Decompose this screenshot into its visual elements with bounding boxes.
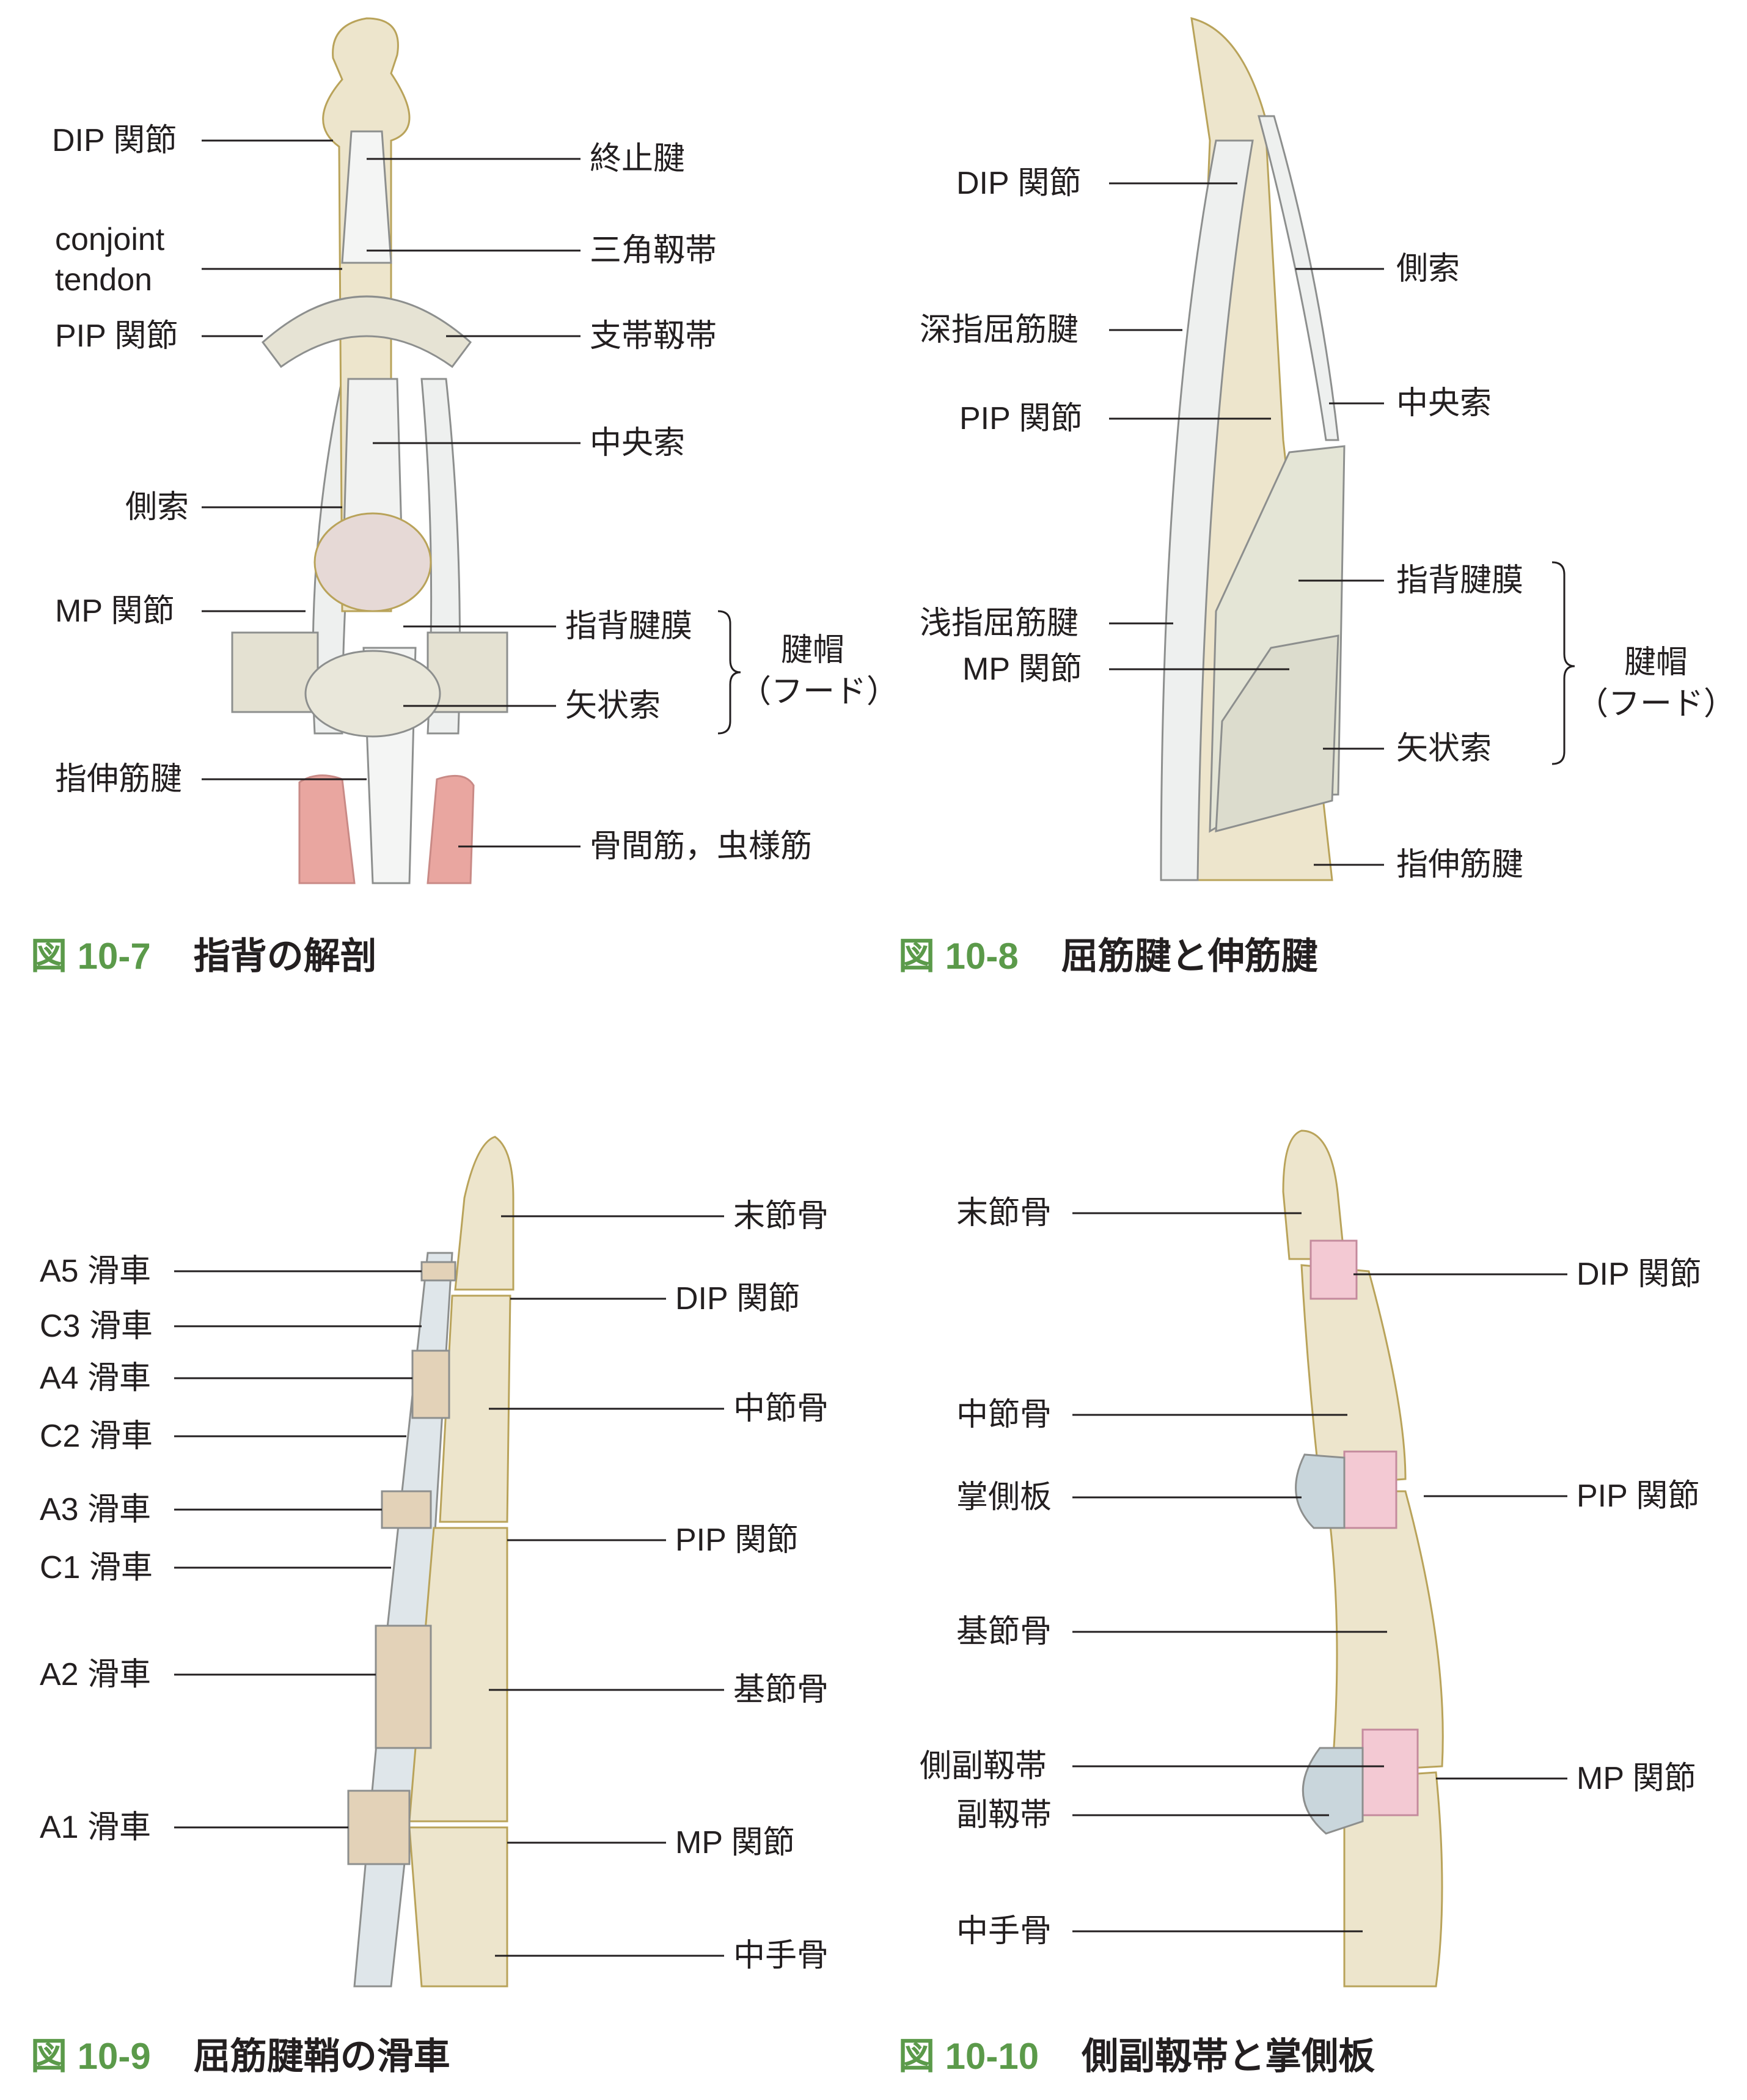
label-dip-joint: DIP 関節 [675, 1281, 800, 1316]
interossei-muscle-right [427, 774, 475, 884]
label-proximal-phalanx: 基節骨 [956, 1614, 1052, 1650]
sagittal-band-lateral [1215, 634, 1339, 832]
a2-pulley [375, 1625, 432, 1749]
label-dip-joint: DIP 関節 [956, 166, 1082, 201]
caption-title: 指背の解剖 [193, 935, 377, 978]
figure-10-7-illustration [231, 17, 508, 884]
label-middle-phalanx: 中節骨 [956, 1397, 1052, 1433]
label-middle-phalanx: 中節骨 [733, 1390, 829, 1427]
label-dip-joint: DIP 関節 [52, 123, 177, 158]
sagittal-band-left [231, 631, 319, 713]
label-a1-pulley: A1 滑車 [40, 1810, 152, 1845]
label-sagittal-band: 矢状索 [565, 688, 661, 724]
label-extensor-tendon: 指伸筋腱 [1396, 846, 1524, 883]
label-accessory-ligament: 副靱帯 [956, 1797, 1052, 1834]
label-hood: 腱帽 （フード） [1570, 642, 1742, 725]
label-c2-pulley: C2 滑車 [40, 1419, 153, 1454]
flexor-tendons-lateral [1160, 139, 1254, 881]
label-terminal-tendon: 終止腱 [590, 141, 686, 177]
label-pip-joint: PIP 関節 [1577, 1478, 1700, 1514]
label-central-slip: 中央索 [590, 425, 686, 461]
volar-plate-pip [1295, 1453, 1346, 1529]
label-c1-pulley: C1 滑車 [40, 1550, 153, 1585]
label-mp-joint: MP 関節 [675, 1825, 795, 1860]
metacarpal-10 [1343, 1771, 1443, 1988]
label-pip-joint: PIP 関節 [959, 401, 1083, 436]
label-lateral-band: 側索 [125, 489, 189, 526]
caption-number: 図 10-8 [898, 936, 1019, 977]
lateral-band-strand [1258, 115, 1339, 441]
label-pip-joint: PIP 関節 [675, 1522, 799, 1558]
label-mp-joint: MP 関節 [55, 593, 175, 629]
caption-number: 図 10-10 [898, 2036, 1039, 2077]
terminal-tendon [341, 130, 392, 264]
leader-lines [174, 139, 1575, 1957]
label-conjoint-tendon-line1: conjoint [55, 222, 165, 257]
figure-10-10-illustration [1282, 1129, 1444, 1988]
label-dorsal-aponeurosis: 指背腱膜 [565, 608, 693, 645]
interossei-muscle-left [298, 774, 356, 884]
figure-10-9-illustration [347, 1136, 515, 1988]
label-volar-plate: 掌側板 [956, 1479, 1052, 1516]
label-c3-pulley: C3 滑車 [40, 1309, 153, 1344]
label-a5-pulley: A5 滑車 [40, 1254, 152, 1289]
caption-figure-10-7: 図 10-7 指背の解剖 [31, 935, 377, 978]
caption-figure-10-10: 図 10-10 側副靱帯と掌側板 [898, 2035, 1375, 2078]
middle-phalanx [439, 1294, 511, 1523]
label-collateral-ligament: 側副靱帯 [920, 1748, 1047, 1785]
label-retinacular-ligament: 支帯靱帯 [590, 318, 717, 354]
a5-pulley [420, 1261, 456, 1282]
pip-collateral-ligament [1343, 1450, 1397, 1529]
label-mp-joint: MP 関節 [962, 652, 1082, 687]
label-hood-line1: 腱帽 [1624, 644, 1688, 681]
caption-title: 屈筋腱鞘の滑車 [193, 2035, 450, 2078]
label-lateral-band: 側索 [1396, 251, 1460, 287]
dorsal-hood [304, 650, 441, 738]
caption-number: 図 10-7 [31, 936, 151, 977]
figure-10-8-illustration [1160, 17, 1346, 881]
label-conjoint-tendon-line2: tendon [55, 262, 153, 298]
dip-collateral-ligament [1309, 1239, 1358, 1300]
label-extensor-tendon: 指伸筋腱 [55, 761, 183, 798]
sagittal-band-right [427, 631, 508, 713]
label-mp-joint: MP 関節 [1577, 1761, 1696, 1796]
label-fdp-tendon: 深指屈筋腱 [920, 312, 1079, 348]
retinacular-ligament [261, 295, 472, 369]
label-metacarpal: 中手骨 [956, 1913, 1052, 1950]
metacarpal [408, 1826, 508, 1988]
a4-pulley [411, 1349, 450, 1419]
label-a4-pulley: A4 滑車 [40, 1360, 152, 1396]
caption-figure-10-9: 図 10-9 屈筋腱鞘の滑車 [31, 2035, 450, 2078]
label-central-slip: 中央索 [1396, 385, 1492, 422]
a3-pulley [381, 1490, 432, 1529]
a1-pulley [347, 1790, 411, 1865]
label-triangular-ligament: 三角靱帯 [590, 232, 717, 269]
label-hood-line2: （フード） [1576, 686, 1735, 722]
volar-plate-mp [1302, 1747, 1364, 1835]
label-a2-pulley: A2 滑車 [40, 1657, 152, 1692]
distal-phalanx [454, 1136, 515, 1291]
label-hood-line1: 腱帽 [780, 632, 844, 669]
caption-number: 図 10-9 [31, 2036, 151, 2077]
label-fds-tendon: 浅指屈筋腱 [920, 605, 1079, 642]
label-proximal-phalanx: 基節骨 [733, 1672, 829, 1708]
label-interossei-lumbricals: 骨間筋，虫様筋 [590, 828, 813, 865]
distal-phalanx-10 [1282, 1129, 1346, 1260]
caption-title: 屈筋腱と伸筋腱 [1061, 935, 1318, 978]
label-pip-joint: PIP 関節 [55, 318, 178, 354]
label-a3-pulley: A3 滑車 [40, 1492, 152, 1527]
label-dip-joint: DIP 関節 [1577, 1257, 1702, 1292]
label-hood: 腱帽 （フード） [739, 630, 899, 713]
caption-figure-10-8: 図 10-8 屈筋腱と伸筋腱 [898, 935, 1318, 978]
label-metacarpal: 中手骨 [733, 1937, 829, 1974]
caption-title: 側副靱帯と掌側板 [1082, 2035, 1375, 2078]
label-hood-line2: （フード） [739, 674, 899, 710]
label-distal-phalanx: 末節骨 [733, 1198, 829, 1235]
mp-collateral-ligament [1361, 1728, 1419, 1816]
label-dorsal-aponeurosis: 指背腱膜 [1396, 562, 1524, 599]
label-sagittal-band: 矢状索 [1396, 730, 1492, 767]
mp-joint-head [313, 512, 432, 612]
label-distal-phalanx: 末節骨 [956, 1195, 1052, 1232]
